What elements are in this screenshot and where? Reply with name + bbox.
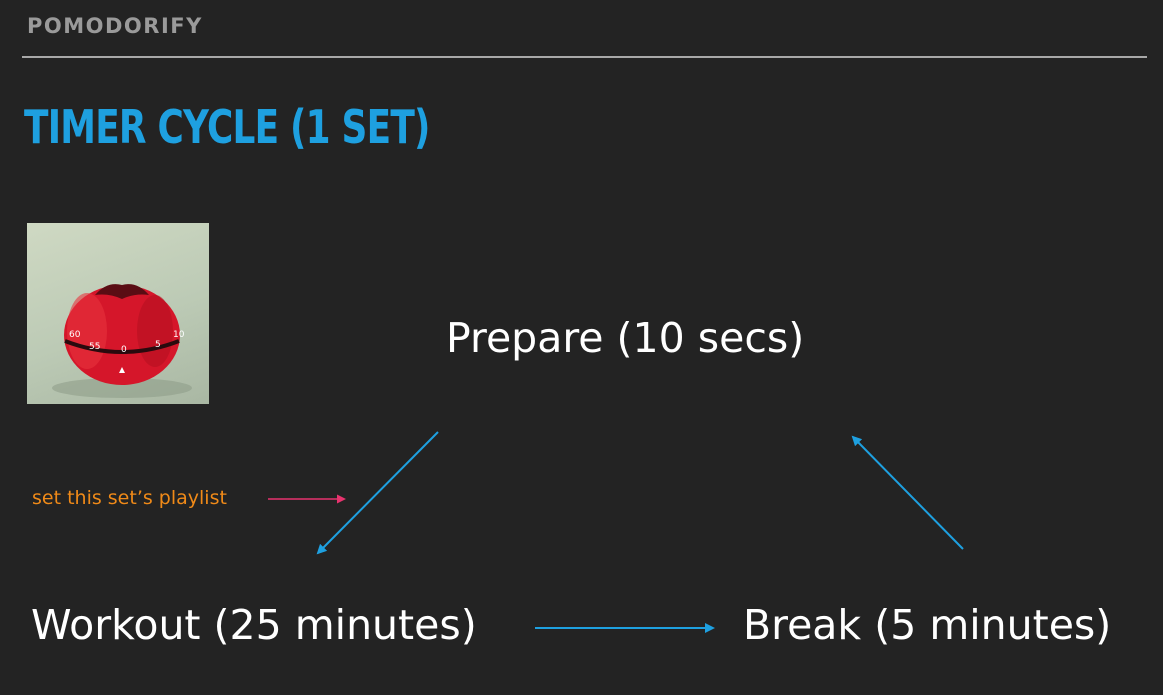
- tomato-timer-icon: 60 55 0 5 10: [52, 284, 192, 398]
- playlist-note: set this set’s playlist: [32, 487, 227, 509]
- svg-text:60: 60: [69, 330, 81, 340]
- node-workout: Workout (25 minutes): [31, 601, 477, 649]
- node-prepare: Prepare (10 secs): [446, 314, 805, 362]
- svg-text:55: 55: [89, 342, 100, 352]
- svg-text:10: 10: [173, 330, 185, 340]
- header-divider: [22, 56, 1147, 58]
- app-name: POMODORIFY: [27, 14, 203, 38]
- svg-text:0: 0: [121, 345, 127, 355]
- node-break: Break (5 minutes): [743, 601, 1112, 649]
- arrow-prepare-to-workout: [316, 431, 439, 555]
- svg-text:5: 5: [155, 340, 161, 350]
- tomato-timer-photo: 60 55 0 5 10: [27, 223, 209, 404]
- slide-title: TIMER CYCLE (1 SET): [24, 100, 430, 154]
- arrow-break-to-prepare: [851, 435, 964, 550]
